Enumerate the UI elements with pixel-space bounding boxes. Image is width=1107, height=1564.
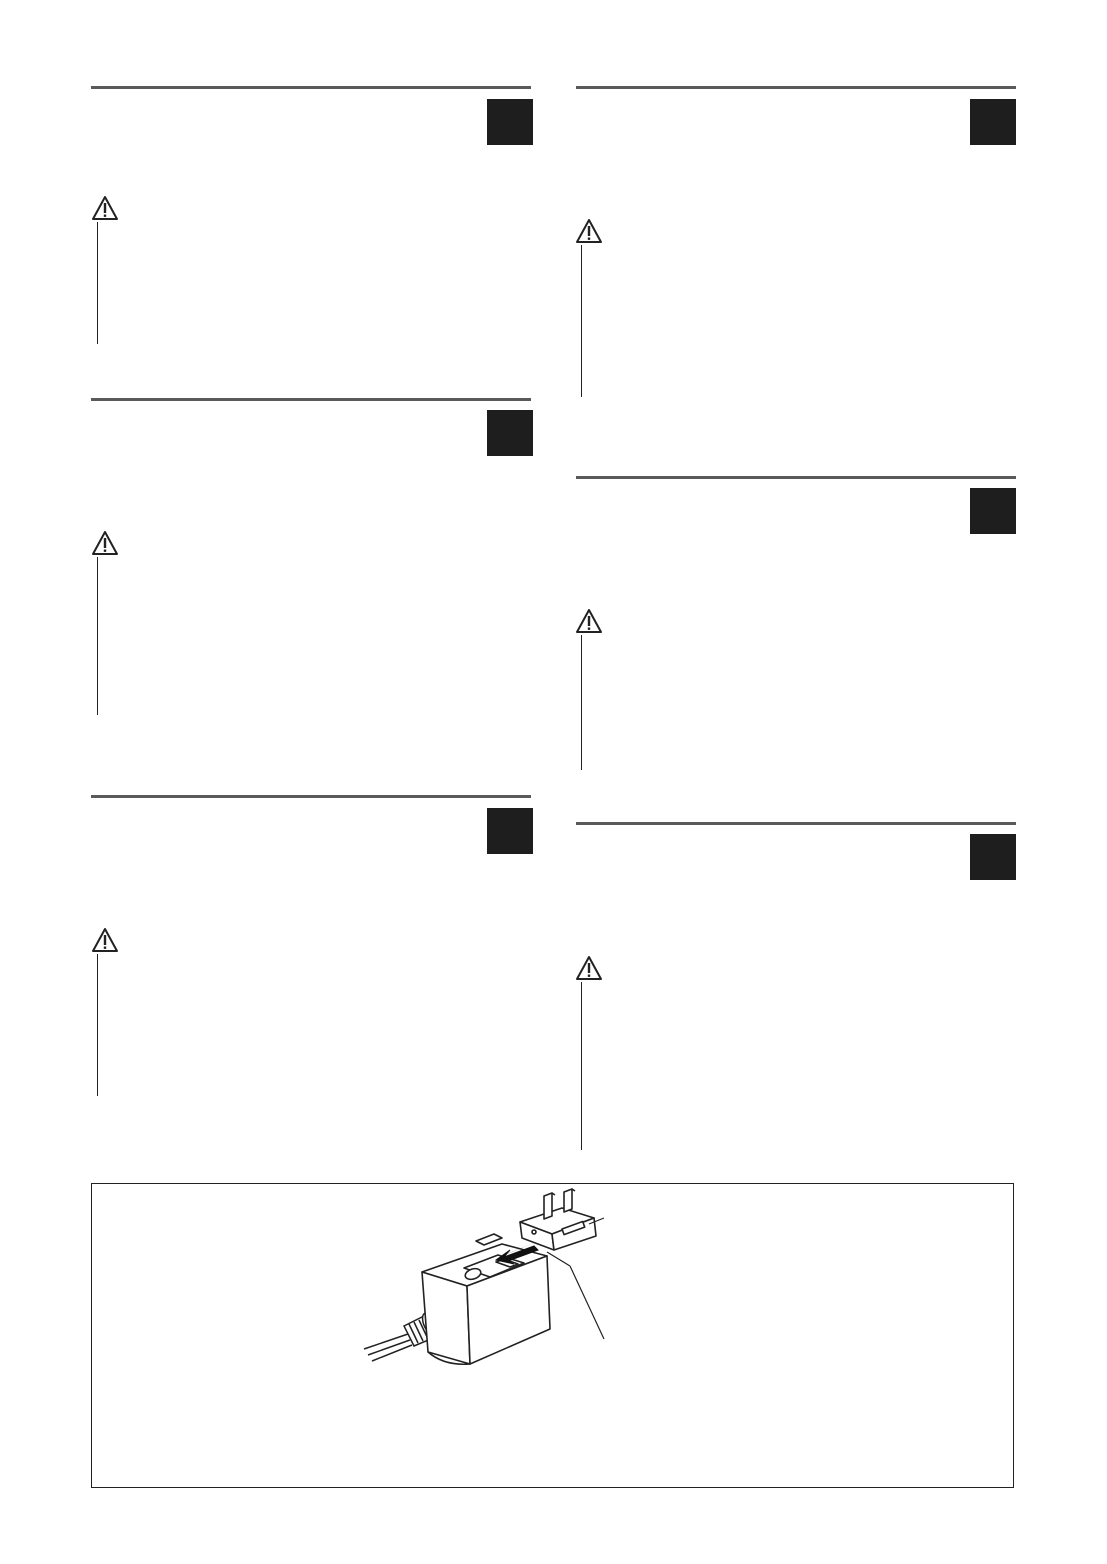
- section-rule: [576, 476, 1016, 479]
- section-rule: [91, 398, 531, 401]
- warning-triangle-icon: [92, 196, 118, 220]
- warning-bar: [581, 635, 582, 770]
- plug-attachment-icon: [519, 1188, 597, 1251]
- warning-bar: [581, 245, 582, 397]
- section-badge: [487, 808, 533, 854]
- section-rule: [576, 822, 1016, 825]
- section-badge: [487, 410, 533, 456]
- ac-adapter-illustration: [363, 1188, 605, 1366]
- cable-icon: [363, 1333, 413, 1362]
- section-badge: [970, 834, 1016, 880]
- warning-bar: [97, 954, 98, 1096]
- warning-triangle-icon: [576, 609, 602, 633]
- section-badge: [970, 99, 1016, 145]
- insert-arrow-icon: [494, 1242, 539, 1265]
- warning-bar: [97, 557, 98, 715]
- section-rule: [576, 86, 1016, 89]
- warning-triangle-icon: [92, 928, 118, 952]
- warning-triangle-icon: [576, 956, 602, 980]
- callout-leader-lines: [546, 1217, 605, 1340]
- illustration-box: [91, 1183, 1014, 1488]
- section-badge: [487, 99, 533, 145]
- section-rule: [91, 86, 531, 89]
- section-badge: [970, 488, 1016, 534]
- warning-bar: [581, 982, 582, 1150]
- warning-bar: [97, 222, 98, 344]
- warning-triangle-icon: [92, 531, 118, 555]
- section-rule: [91, 795, 531, 798]
- ac-adapter-icon: [421, 1233, 551, 1366]
- warning-triangle-icon: [576, 219, 602, 243]
